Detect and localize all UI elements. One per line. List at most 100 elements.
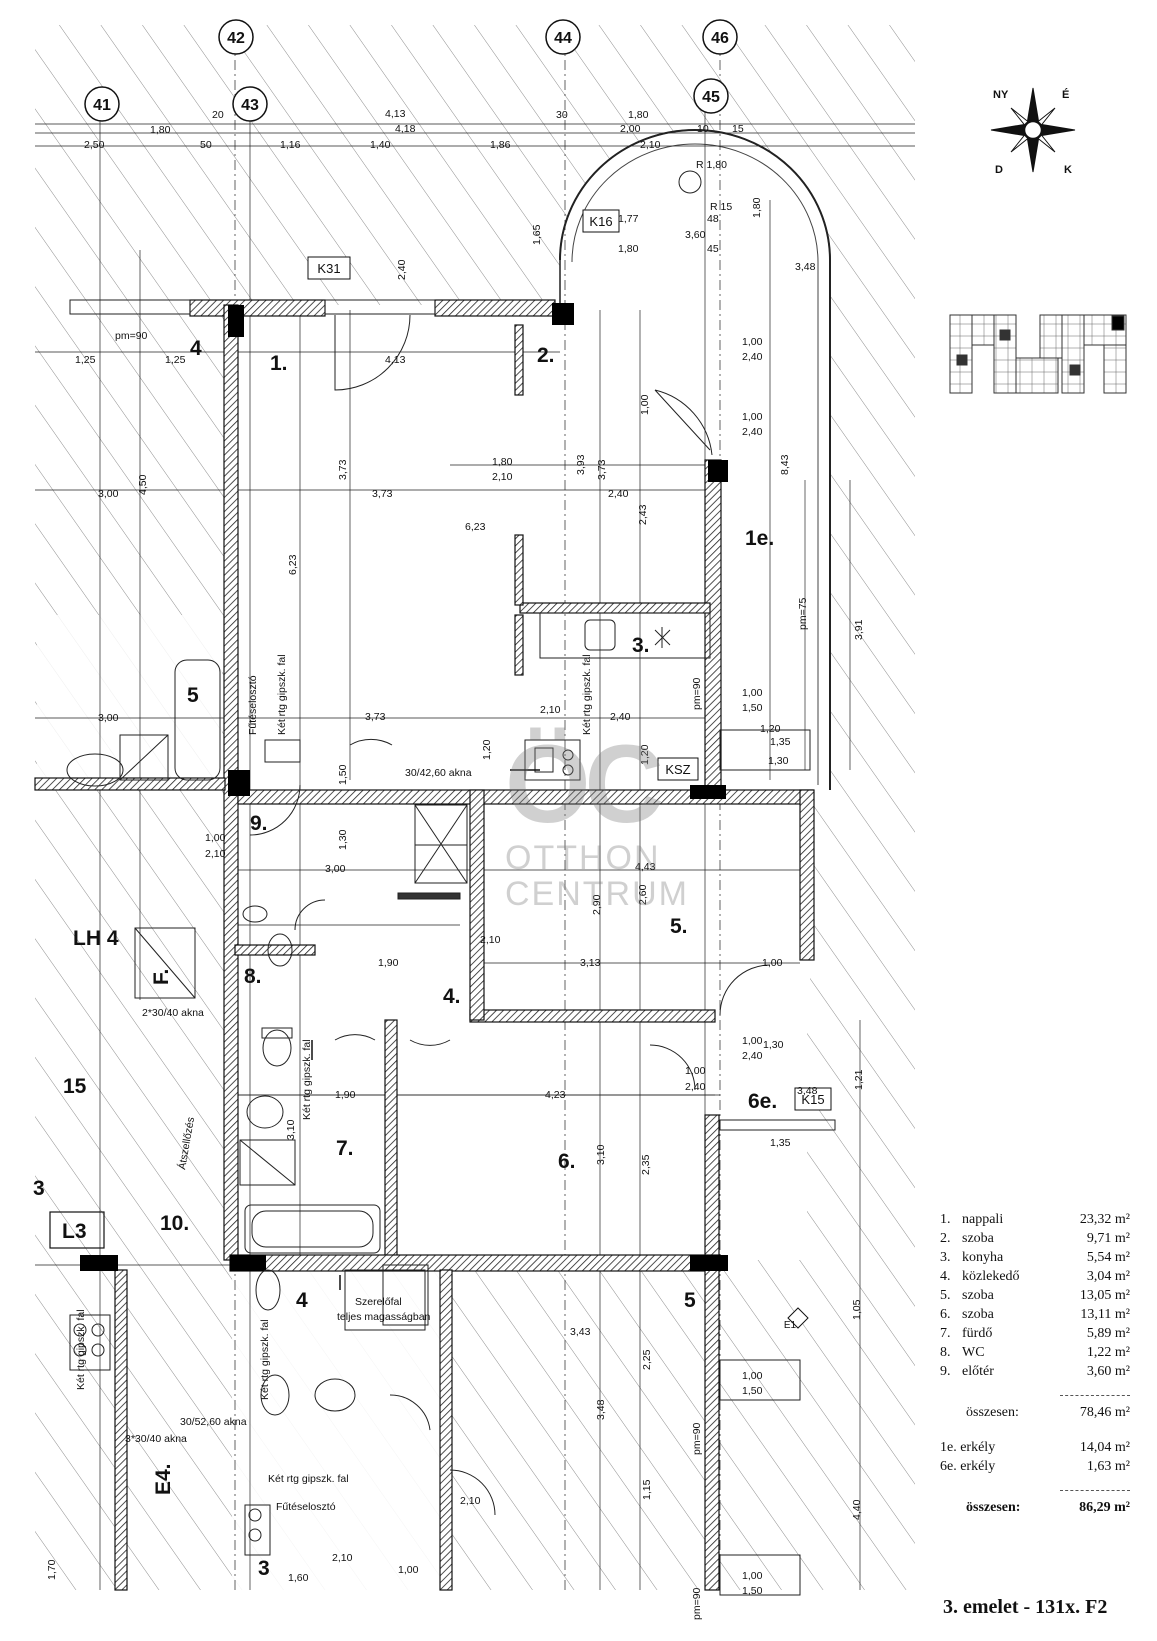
axis-44 bbox=[545, 19, 581, 55]
dim-v: 3,10 bbox=[595, 1144, 607, 1165]
dim: 4,13 bbox=[385, 354, 406, 366]
dim: 1,25 bbox=[75, 354, 96, 366]
dim-v: 3,93 bbox=[575, 454, 587, 475]
pm75: pm=75 bbox=[797, 597, 809, 630]
f-label: F. bbox=[150, 969, 173, 985]
legend-num: 3. bbox=[940, 1250, 951, 1265]
wall-room5-right bbox=[799, 789, 815, 961]
compass-ne: É bbox=[1062, 88, 1069, 101]
dim: 45 bbox=[707, 243, 719, 255]
watermark-line1: OTTHON bbox=[505, 839, 661, 877]
compass-sw: D bbox=[995, 164, 1003, 176]
tag-k31: K31 bbox=[317, 261, 340, 276]
dim: 2,10 bbox=[480, 934, 501, 946]
dim: 2,10 bbox=[640, 139, 661, 151]
balcony-row: 1e. erkély 14,04 m² bbox=[940, 1438, 1130, 1457]
dim: 2,40 bbox=[742, 351, 763, 363]
grid-axis-bubbles bbox=[84, 19, 738, 122]
legend-num: 4. bbox=[940, 1269, 951, 1284]
column-6 bbox=[230, 1255, 266, 1271]
dim-v: 1,50 bbox=[337, 764, 349, 785]
floor-title: 3. emelet - 131x. F2 bbox=[943, 1596, 1108, 1618]
dim: 1,90 bbox=[335, 1089, 356, 1101]
compass-se: K bbox=[1064, 164, 1072, 176]
ket-rtg-3: Két rtg gipszk. fal bbox=[581, 654, 593, 735]
legend-num: 1. bbox=[940, 1212, 951, 1227]
wall-bath-right bbox=[384, 1019, 398, 1261]
futeselosztro-1: Fűtéselosztó bbox=[247, 675, 259, 735]
axis-41 bbox=[84, 86, 120, 122]
legend-area: 13,05 m² bbox=[1079, 1288, 1130, 1303]
dim-v: 1,21 bbox=[853, 1069, 865, 1090]
legend-area: 5,54 m² bbox=[1086, 1250, 1130, 1265]
room-8-label: 8. bbox=[244, 965, 262, 988]
dim: 1,86 bbox=[490, 139, 511, 151]
kitchen-sink bbox=[584, 619, 616, 651]
watermark: ÖC OTTHON CENTRUM bbox=[505, 730, 689, 913]
ket-rtg-5: Két rtg gipszk. fal bbox=[259, 1319, 271, 1400]
column-7 bbox=[80, 1255, 118, 1271]
toilet bbox=[262, 1029, 292, 1067]
room-9-label: 9. bbox=[250, 812, 268, 835]
wall-lower-mid bbox=[439, 1269, 453, 1591]
dim: 1,80 bbox=[628, 109, 649, 121]
axis-label-44: 44 bbox=[554, 30, 572, 47]
dim: 2,10 bbox=[492, 471, 513, 483]
legend-area: 5,89 m² bbox=[1086, 1326, 1130, 1341]
room-3-label: 3. bbox=[632, 634, 650, 657]
compass-nw: NY bbox=[993, 89, 1009, 101]
dim: 50 bbox=[200, 139, 212, 151]
column-4 bbox=[228, 770, 250, 796]
columns bbox=[80, 303, 728, 1271]
column-3 bbox=[708, 460, 728, 482]
dim: 3,73 bbox=[365, 711, 386, 723]
dim: 1,35 bbox=[770, 1137, 791, 1149]
dim: 1,00 bbox=[742, 687, 763, 699]
balcony-area: 14,04 m² bbox=[1079, 1440, 1130, 1455]
legend-area: 13,11 m² bbox=[1080, 1307, 1130, 1322]
wall-top-mid bbox=[434, 299, 556, 317]
axis-label-43: 43 bbox=[241, 97, 259, 114]
legend-num: 9. bbox=[940, 1364, 951, 1379]
column-1 bbox=[228, 305, 244, 337]
dim: 2,40 bbox=[742, 1050, 763, 1062]
wall-room1-div bbox=[514, 534, 524, 606]
legend-num: 8. bbox=[940, 1345, 951, 1360]
dim-v: 1,05 bbox=[851, 1299, 863, 1320]
legend-room: fürdő bbox=[962, 1326, 993, 1341]
axis-label-45: 45 bbox=[702, 89, 720, 106]
left-sink bbox=[66, 753, 124, 787]
axis-42 bbox=[218, 19, 254, 55]
top-dimension-lines bbox=[35, 123, 915, 1266]
balcony-area: 1,63 m² bbox=[1086, 1459, 1130, 1474]
dim-v: 3,10 bbox=[285, 1119, 297, 1140]
pm90-2: pm=90 bbox=[691, 677, 703, 710]
wall-room6-right bbox=[704, 1114, 720, 1261]
ket-rtg-6: Két rtg gipszk. fal bbox=[75, 1309, 87, 1390]
wall-left-bath bbox=[34, 777, 226, 791]
dim: 1,16 bbox=[280, 139, 301, 151]
legend-separator-2 bbox=[1060, 1490, 1130, 1491]
wall-corridor bbox=[234, 944, 316, 956]
wall-left-stair bbox=[114, 1269, 128, 1591]
r15: R 15 bbox=[710, 201, 732, 213]
wall-top-left bbox=[189, 299, 326, 317]
axis-46 bbox=[702, 19, 738, 55]
teljes-magassagban: teljes magasságban bbox=[337, 1311, 431, 1323]
balcony-name: 1e. erkély bbox=[940, 1440, 996, 1455]
dim: 2,10 bbox=[332, 1552, 353, 1564]
ket-rtg-4: Két rtg gipszk. fal bbox=[268, 1473, 349, 1485]
axis-45 bbox=[693, 78, 729, 114]
watermark-line2: CENTRUM bbox=[505, 875, 689, 913]
dim: 2,10 bbox=[205, 848, 226, 860]
dim-v: 1,20 bbox=[481, 739, 493, 760]
dim: 3,00 bbox=[98, 712, 119, 724]
lh4-label: LH 4 bbox=[73, 927, 119, 950]
dim: 1,00 bbox=[742, 411, 763, 423]
wall-room2 bbox=[514, 324, 524, 396]
l3-label: L3 bbox=[62, 1220, 87, 1243]
